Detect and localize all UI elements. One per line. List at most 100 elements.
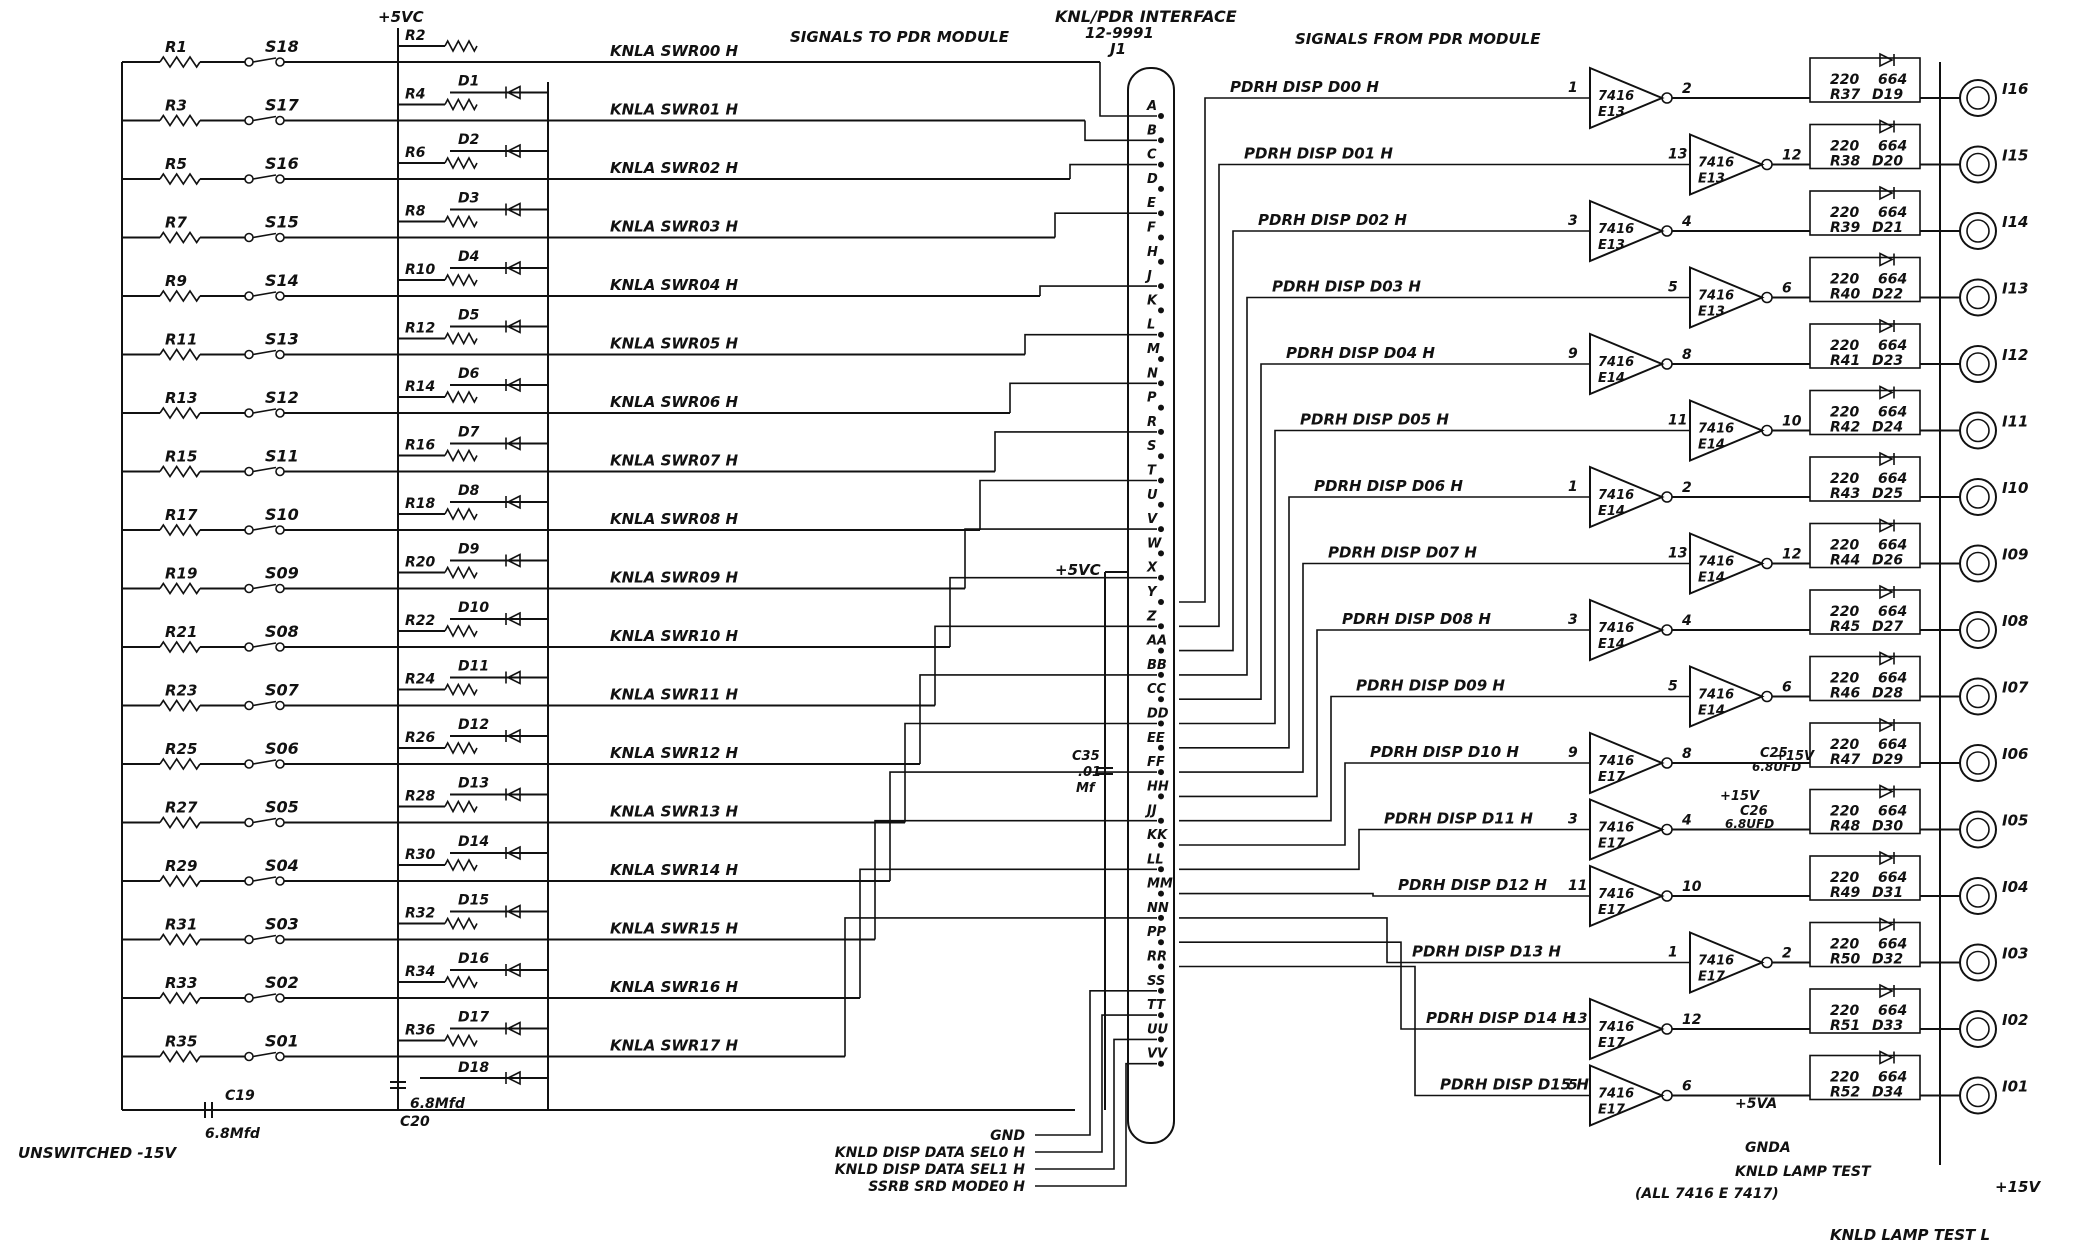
pin-dot [1158, 113, 1164, 119]
switch-lever [252, 291, 277, 297]
plus15-rail-label: +15V [1995, 1178, 2041, 1196]
diode-type: 664 [1878, 604, 1907, 620]
resistor-symbol [159, 640, 201, 654]
diode-symbol [506, 1021, 521, 1036]
connector-pin-pp: PP [1147, 925, 1167, 940]
switch-lever [252, 115, 277, 122]
resistor-label: R29 [165, 857, 197, 875]
diode-type: 664 [1878, 1003, 1907, 1019]
diode-ref: D29 [1872, 752, 1903, 768]
connector-pin-dd: DD [1147, 707, 1169, 722]
connector-pin-t: T [1147, 464, 1157, 479]
diode-type: 664 [1878, 1070, 1907, 1086]
diode-type: 664 [1878, 870, 1907, 886]
gate-input-pin: 13 [1668, 147, 1687, 163]
gate-output-pin: 12 [1682, 1012, 1701, 1028]
switch-label: S18 [265, 37, 299, 56]
resistor-value: 220 [1830, 139, 1859, 155]
switch-lever [252, 57, 277, 63]
gate-ref: E13 [1598, 238, 1625, 253]
res-diode-block [1809, 522, 1921, 569]
pin-dot [1158, 914, 1164, 921]
gate-input-pin: 1 [1568, 80, 1578, 96]
switch-contact [244, 759, 254, 769]
switch-lever [252, 759, 277, 765]
gate-chip: 7416 [1698, 289, 1734, 304]
diode-ref: D25 [1872, 486, 1903, 502]
diode-label: D14 [458, 834, 489, 850]
gate-output-pin: 6 [1782, 281, 1792, 297]
diode-ref: D27 [1872, 619, 1903, 635]
buffer-gate [1589, 199, 1665, 263]
lamp-icon [1959, 611, 1997, 649]
connector-pin-c: C [1147, 148, 1157, 163]
signal-label: KNLA SWR14 H [610, 861, 739, 879]
gate-output-pin: 6 [1682, 1079, 1692, 1095]
res-diode-block [1809, 57, 1921, 103]
switch-contact [244, 583, 254, 594]
switch-lever [252, 466, 277, 473]
gate-chip: 7416 [1598, 488, 1634, 503]
pin-dot [1158, 356, 1164, 362]
res-diode-block [1809, 855, 1921, 901]
c25-value: 6.8UFD [1752, 760, 1801, 774]
pin-dot [1158, 210, 1164, 217]
gate-ref: E14 [1698, 704, 1725, 719]
connector-pin-vv: VV [1147, 1047, 1168, 1062]
connector-pin-kk: KK [1147, 828, 1168, 843]
pullup-label: R20 [405, 555, 436, 571]
gate-output-pin: 12 [1782, 148, 1801, 164]
resistor-ref: R49 [1830, 885, 1861, 901]
diode-type: 664 [1878, 804, 1907, 820]
resistor-label: R15 [165, 448, 197, 466]
diode-label: D10 [458, 600, 489, 616]
lamp-icon [1959, 877, 1997, 915]
display-signal-label: PDRH DISP D08 H [1342, 610, 1491, 628]
pullup-label: R30 [405, 847, 436, 863]
gate-output-pin: 8 [1682, 347, 1692, 363]
resistor-symbol [159, 1050, 201, 1063]
gate-input-pin: 9 [1568, 346, 1578, 362]
diode-symbol [506, 728, 521, 744]
gate-input-pin: 3 [1568, 213, 1578, 229]
gate-input-pin: 9 [1568, 745, 1578, 761]
connector-pin-uu: UU [1147, 1022, 1169, 1037]
resistor-value: 220 [1830, 1070, 1859, 1086]
c35-value1: .01 [1078, 765, 1101, 780]
gate-output-pin: 10 [1782, 414, 1802, 430]
switch-contact [244, 408, 254, 418]
gate-output-pin: 2 [1682, 480, 1692, 496]
lamp-label: I09 [2002, 546, 2028, 564]
diode-label: D1 [458, 74, 479, 90]
resistor-ref: R41 [1830, 353, 1860, 369]
buffer-gate [1589, 1064, 1665, 1127]
pullup-label: R14 [405, 379, 435, 395]
display-signal-label: PDRH DISP D12 H [1398, 876, 1547, 894]
gate-output-pin: 4 [1681, 813, 1692, 829]
signal-label: KNLA SWR09 H [610, 569, 739, 587]
diode-type: 664 [1878, 737, 1907, 753]
res-diode-block [1809, 256, 1921, 303]
resistor-ref: R52 [1830, 1085, 1860, 1101]
resistor-label: R7 [165, 214, 188, 232]
lamp-label: I03 [2002, 945, 2028, 963]
display-signal-label: PDRH DISP D00 H [1230, 78, 1379, 96]
lamp-test-signal: KNLD LAMP TEST [1735, 1164, 1872, 1180]
resistor-label: R25 [165, 740, 197, 758]
connector-pin-k: K [1147, 293, 1158, 308]
connector-pin-ss: SS [1147, 974, 1165, 989]
pin-dot [1158, 161, 1164, 168]
gate-ref: E17 [1598, 770, 1626, 785]
switch-label: S11 [265, 447, 299, 466]
connector-pin-b: B [1147, 123, 1157, 138]
c26-label: C26 [1740, 804, 1768, 819]
signal-label: KNLA SWR11 H [610, 686, 739, 704]
switch-contact [244, 57, 254, 67]
